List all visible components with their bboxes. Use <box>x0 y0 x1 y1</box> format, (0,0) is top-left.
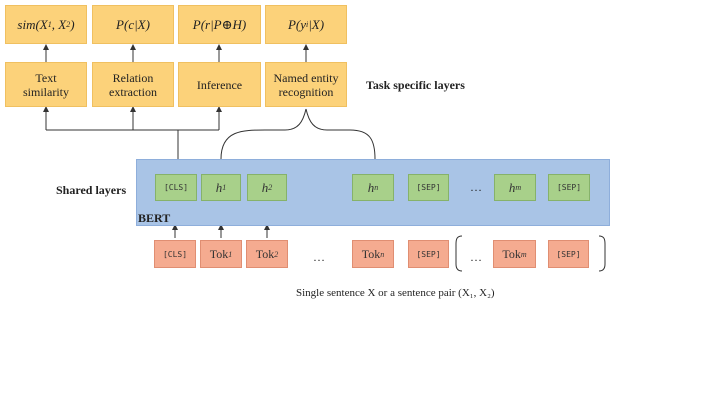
output-box-inference: P(r|P⊕H) <box>178 5 261 44</box>
hidden-token-cls: [CLS] <box>155 174 197 201</box>
input-token-cls: [CLS] <box>154 240 196 268</box>
input-ellipsis-1: … <box>313 250 325 264</box>
input-token-sep-1: [SEP] <box>408 240 449 268</box>
hidden-token-sep-1: [SEP] <box>408 174 449 201</box>
output-box-relation: P(c|X) <box>92 5 174 44</box>
hidden-token-sep-2: [SEP] <box>548 174 590 201</box>
hidden-ellipsis: … <box>470 180 482 194</box>
bert-label: BERT <box>138 211 171 225</box>
input-ellipsis-2: … <box>470 250 482 264</box>
shared-layers-label: Shared layers <box>56 183 127 197</box>
input-token-sep-2: [SEP] <box>548 240 589 268</box>
task-box-inference: Inference <box>178 62 261 107</box>
input-caption: Single sentence X or a sentence pair (X₁… <box>296 287 495 299</box>
task-specific-label: Task specific layers <box>366 78 465 92</box>
